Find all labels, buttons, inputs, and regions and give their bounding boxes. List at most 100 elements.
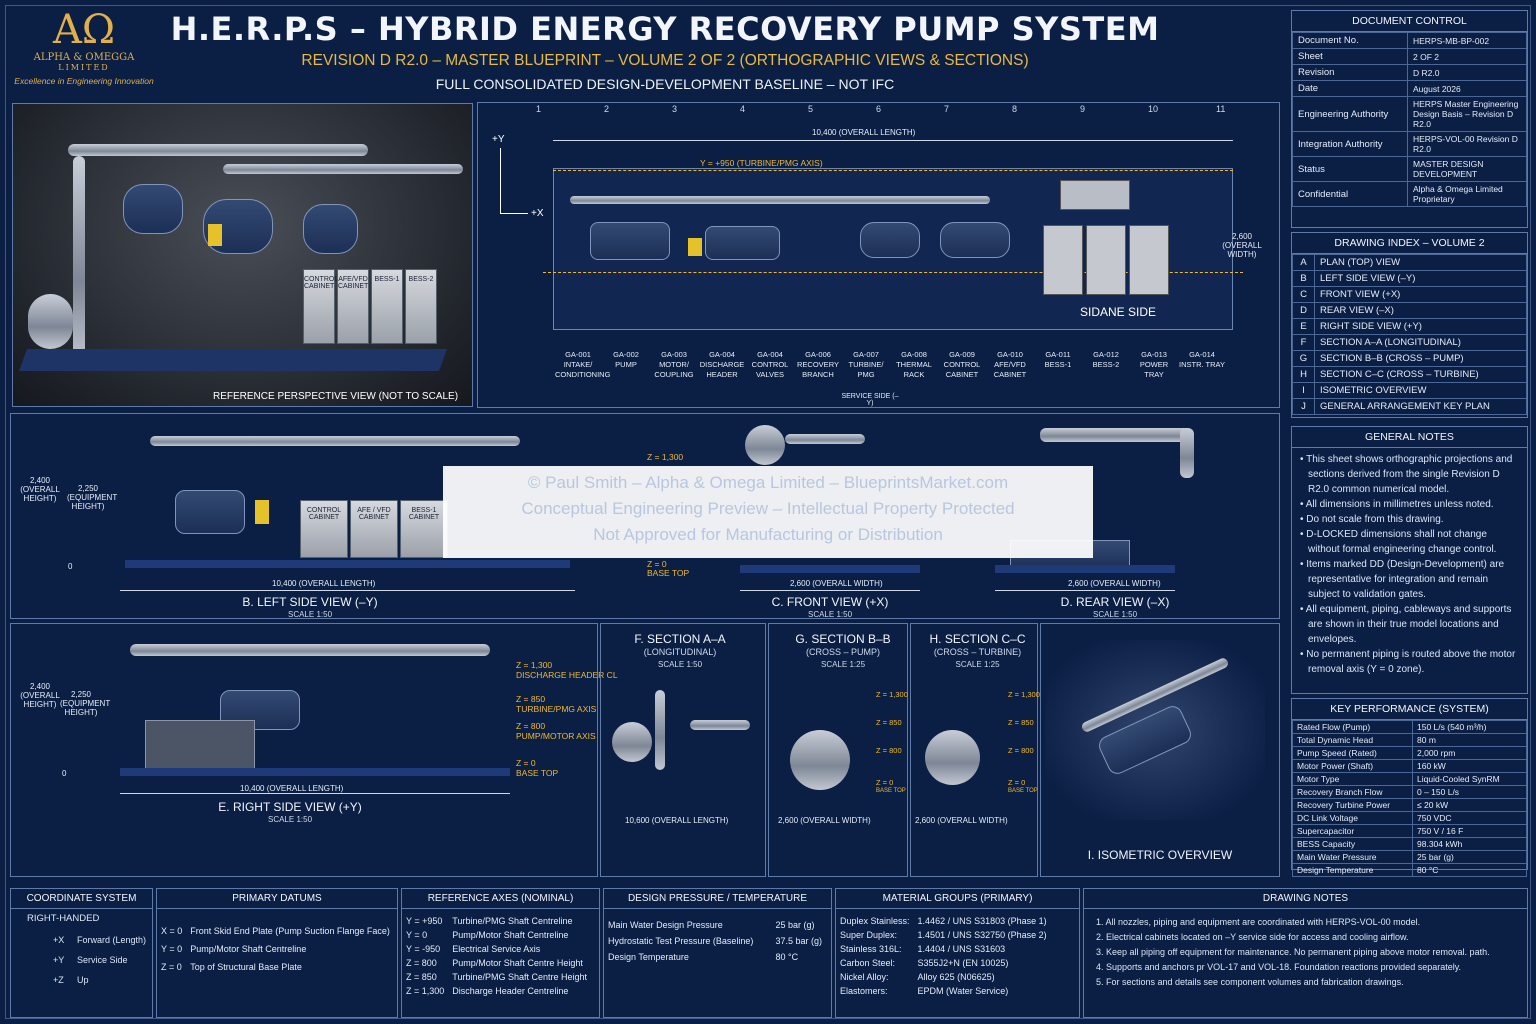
section-c-dim: 2,600 (OVERALL WIDTH) <box>915 816 1008 825</box>
doc-control-row: Document No.HERPS-MB-BP-002 <box>1292 32 1527 49</box>
reference-axis-key: Y = 0 <box>406 930 428 940</box>
left-cab-1: CONTROL CABINET <box>300 500 348 558</box>
z-value: Z = 800 <box>516 721 546 731</box>
material-group-value: Alloy 625 (N06625) <box>917 972 995 982</box>
material-group-row: Carbon Steel:S355J2+N (EN 10025) <box>836 957 1051 969</box>
ga-description: BESS-1 <box>1044 360 1072 369</box>
grid-number: 9 <box>1080 104 1086 114</box>
watermark-line-1: © Paul Smith – Alpha & Omega Limited – B… <box>527 473 1009 492</box>
general-note-item: • All dimensions in millimetres unless n… <box>1300 499 1494 510</box>
axis-meaning: Up <box>77 975 89 985</box>
drawing-index-value: PLAN (TOP) VIEW <box>1314 254 1527 271</box>
drawing-index-key: I <box>1292 382 1315 399</box>
key-performance-value: 80 m <box>1412 733 1527 747</box>
key-performance-table: Rated Flow (Pump)150 L/s (540 m³/h)Total… <box>1292 720 1527 877</box>
material-group-key: Elastomers: <box>840 986 888 996</box>
datum-key: Y = 0 <box>161 944 183 954</box>
key-performance-row: Motor Power (Shaft)160 kW <box>1292 759 1527 773</box>
drawing-index-value: SECTION B–B (CROSS – PUMP) <box>1314 350 1527 367</box>
design-condition-value: 25 bar (g) <box>775 920 815 930</box>
key-performance-key: Supercapacitor <box>1292 824 1413 838</box>
revision-line: REVISION D R2.0 – MASTER BLUEPRINT – VOL… <box>301 52 1029 69</box>
material-groups-title: MATERIAL GROUPS (PRIMARY) <box>836 889 1079 909</box>
right-length: 10,400 (OVERALL LENGTH) <box>240 784 344 793</box>
doc-control-value: MASTER DESIGN DEVELOPMENT <box>1407 156 1527 182</box>
material-group-row: Duplex Stainless:1.4462 / UNS S31803 (Ph… <box>836 915 1051 927</box>
rear-view-scale: SCALE 1:50 <box>1092 610 1138 619</box>
ga-code: GA-007 <box>853 350 879 359</box>
front-z1300: Z = 1,300 <box>647 452 684 462</box>
z-value: Z = 1,300 <box>516 660 553 670</box>
left-overall-height: 2,400 (OVERALL HEIGHT) <box>20 476 60 503</box>
logo-name: ALPHA & OMEGGA <box>33 52 135 63</box>
drawing-index-key: D <box>1292 302 1315 319</box>
key-performance-value: Liquid-Cooled SynRM <box>1412 772 1527 786</box>
section-base-label: BASE TOP <box>1008 788 1038 794</box>
primary-datums-title: PRIMARY DATUMS <box>157 889 397 909</box>
right-view-label: E. RIGHT SIDE VIEW (+Y) <box>218 800 362 814</box>
material-group-value: EPDM (Water Service) <box>917 986 1009 996</box>
design-condition-value: 80 °C <box>775 952 799 962</box>
drawing-note-item: 3. Keep all piping off equipment for mai… <box>1096 947 1490 957</box>
doc-control-value: August 2026 <box>1407 80 1527 97</box>
section-base-label: BASE TOP <box>876 788 906 794</box>
axis-meaning: Service Side <box>77 955 128 965</box>
ga-description: INSTR. TRAY <box>1179 360 1225 369</box>
doc-control-key: Revision <box>1292 64 1408 81</box>
document-control-title: DOCUMENT CONTROL <box>1292 11 1527 32</box>
section-a-scale: SCALE 1:50 <box>657 660 703 669</box>
section-a-sub: (LONGITUDINAL) <box>643 647 717 657</box>
drawing-note-item: 2. Electrical cabinets located on –Y ser… <box>1096 932 1409 942</box>
rear-view-label: D. REAR VIEW (–X) <box>1060 595 1170 609</box>
general-note-item: • Do not scale from this drawing. <box>1300 514 1444 525</box>
elevation-row-panel <box>10 413 1280 619</box>
datum-value: Front Skid End Plate (Pump Suction Flang… <box>190 926 390 936</box>
design-condition-value: 37.5 bar (g) <box>775 936 822 946</box>
drawing-index-value: SECTION C–C (CROSS – TURBINE) <box>1314 366 1527 383</box>
drawing-notes-title: DRAWING NOTES <box>1084 889 1527 909</box>
section-z-label: Z = 1,300 <box>876 690 908 699</box>
ga-code: GA-009 <box>949 350 975 359</box>
drawing-index-key: C <box>1292 286 1315 303</box>
plan-overall-width: 2,600 (OVERALL WIDTH) <box>1222 232 1262 259</box>
drawing-index-value: LEFT SIDE VIEW (–Y) <box>1314 270 1527 287</box>
material-group-key: Carbon Steel: <box>840 958 896 968</box>
material-group-key: Super Duplex: <box>840 930 898 940</box>
reference-axis-key: Z = 800 <box>406 958 437 968</box>
right-side-view-panel <box>10 623 598 877</box>
doc-control-key: Engineering Authority <box>1292 96 1408 132</box>
ga-description: POWER TRAY <box>1139 360 1169 379</box>
reference-axis-value: Turbine/PMG Shaft Centre Height <box>452 972 588 982</box>
datum-key: X = 0 <box>161 926 183 936</box>
doc-control-value: D R2.0 <box>1407 64 1527 81</box>
drawing-notes-panel: DRAWING NOTES 1. All nozzles, piping and… <box>1083 888 1528 1018</box>
section-a-label: F. SECTION A–A <box>634 632 726 646</box>
grid-number: 6 <box>876 104 882 114</box>
ga-description: CONTROL VALVES <box>751 360 789 379</box>
axis-meaning: Forward (Length) <box>77 935 147 945</box>
drawing-index-value: FRONT VIEW (+X) <box>1314 286 1527 303</box>
section-c-scale: SCALE 1:25 <box>955 660 1000 669</box>
ga-description: AFE/VFD CABINET <box>993 360 1027 379</box>
left-cab-2: AFE / VFD CABINET <box>350 500 398 558</box>
key-performance-value: ≤ 20 kW <box>1412 798 1527 812</box>
drawing-note-item: 5. For sections and details see componen… <box>1096 977 1404 987</box>
